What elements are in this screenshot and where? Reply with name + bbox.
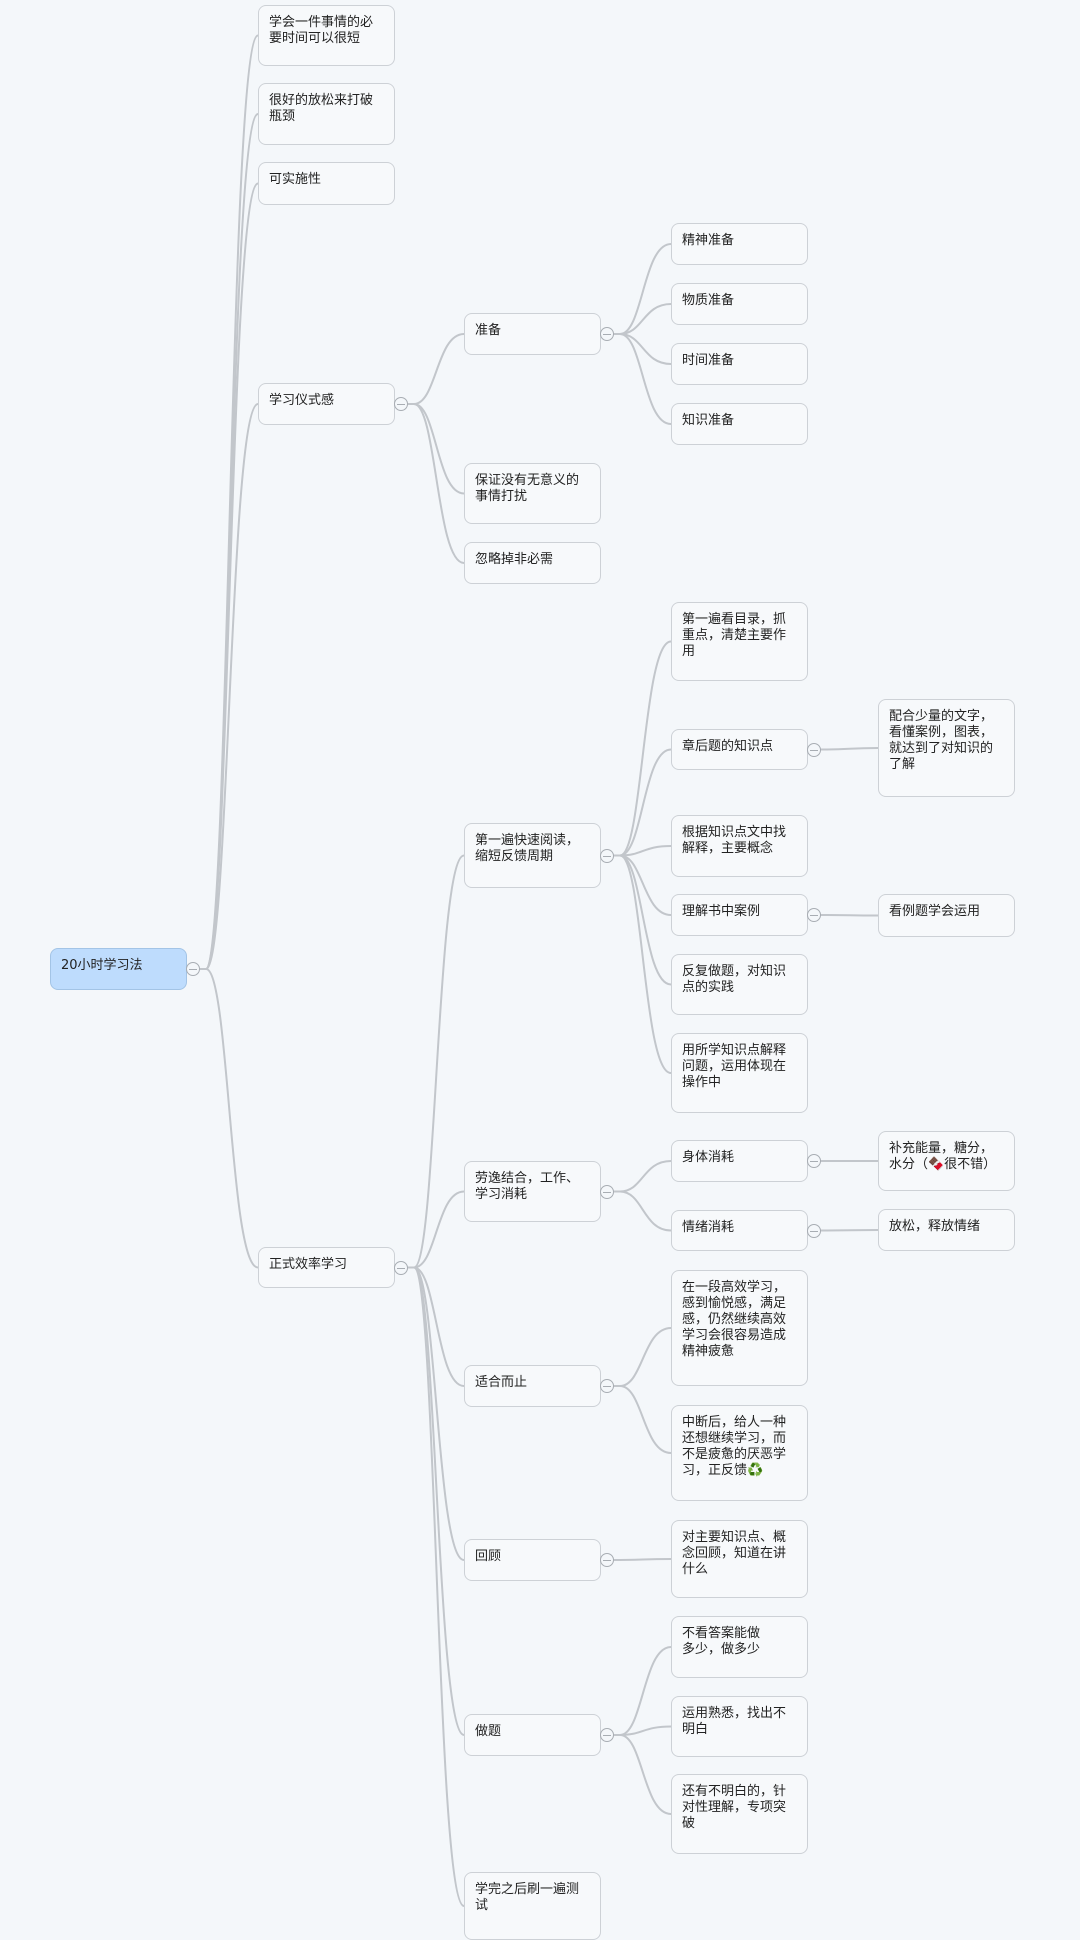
topic-node[interactable]: 准备: [464, 313, 601, 355]
topic-node[interactable]: 时间准备: [671, 343, 808, 385]
connector-line: [612, 854, 672, 1074]
connector-line: [198, 403, 259, 970]
connector-line: [612, 1160, 672, 1193]
topic-node[interactable]: 学会一件事情的必要时间可以很短: [258, 5, 395, 66]
topic-node[interactable]: 放松，释放情绪: [878, 1209, 1015, 1251]
collapse-toggle-icon[interactable]: [600, 848, 614, 863]
topic-node[interactable]: 很好的放松来打破瓶颈: [258, 83, 395, 145]
topic-node[interactable]: 用所学知识点解释问题，运用体现在操作中: [671, 1033, 808, 1113]
collapse-toggle-icon[interactable]: [600, 1553, 614, 1567]
topic-node[interactable]: 在一段高效学习，感到愉悦感，满足感，仍然继续高效学习会很容易造成精神疲惫: [671, 1270, 808, 1386]
connector-line: [612, 1558, 672, 1561]
collapse-toggle-icon[interactable]: [807, 742, 821, 757]
connector-line: [406, 854, 465, 1269]
collapse-toggle-icon[interactable]: [394, 1260, 408, 1275]
connector-line: [819, 1229, 879, 1232]
collapse-toggle-icon[interactable]: [807, 1154, 821, 1168]
topic-node[interactable]: 精神准备: [671, 223, 808, 265]
collapse-toggle-icon[interactable]: [394, 397, 408, 411]
connector-line: [612, 1385, 672, 1454]
topic-node[interactable]: 章后题的知识点: [671, 729, 808, 770]
connector-line: [406, 1266, 465, 1561]
topic-node[interactable]: 不看答案能做 多少，做多少: [671, 1616, 808, 1678]
topic-node[interactable]: 做题: [464, 1714, 601, 1756]
topic-node[interactable]: 反复做题，对知识点的实践: [671, 954, 808, 1015]
connector-line: [198, 182, 259, 970]
collapse-toggle-icon[interactable]: [807, 908, 821, 922]
topic-node[interactable]: 学完之后刷一遍测试: [464, 1872, 601, 1940]
topic-node[interactable]: 学习仪式感: [258, 383, 395, 425]
topic-node[interactable]: 物质准备: [671, 283, 808, 325]
connector-line: [612, 1190, 672, 1232]
root-topic[interactable]: 20小时学习法: [50, 948, 187, 990]
connector-line: [406, 403, 465, 495]
connector-line: [612, 1646, 672, 1736]
connector-line: [198, 34, 259, 970]
connector-line: [819, 914, 879, 917]
collapse-toggle-icon[interactable]: [600, 327, 614, 341]
connector-line: [406, 333, 465, 405]
connector-line: [406, 1266, 465, 1387]
connector-line: [612, 333, 672, 365]
topic-node[interactable]: 身体消耗: [671, 1140, 808, 1182]
topic-node[interactable]: 还有不明白的，针对性理解，专项突破: [671, 1774, 808, 1854]
topic-node[interactable]: 可实施性: [258, 162, 395, 205]
connector-line: [198, 968, 259, 1269]
topic-node[interactable]: 忽略掉非必需: [464, 542, 601, 584]
connector-line: [406, 1190, 465, 1269]
collapse-toggle-icon[interactable]: [807, 1223, 821, 1238]
connector-line: [612, 303, 672, 335]
connector-line: [612, 1725, 672, 1736]
topic-node[interactable]: 情绪消耗: [671, 1210, 808, 1251]
connector-line: [612, 1327, 672, 1387]
topic-node[interactable]: 看例题学会运用: [878, 894, 1015, 937]
connector-line: [819, 747, 879, 751]
topic-node[interactable]: 劳逸结合，工作、学习消耗: [464, 1161, 601, 1222]
topic-node[interactable]: 运用熟悉，找出不明白: [671, 1696, 808, 1757]
topic-node[interactable]: 正式效率学习: [258, 1247, 395, 1288]
topic-node[interactable]: 适合而止: [464, 1365, 601, 1407]
connector-line: [612, 748, 672, 857]
collapse-toggle-icon[interactable]: [600, 1728, 614, 1742]
topic-node[interactable]: 配合少量的文字，看懂案例，图表，就达到了对知识的了解: [878, 699, 1015, 797]
collapse-toggle-icon[interactable]: [186, 962, 200, 976]
topic-node[interactable]: 第一遍快速阅读，缩短反馈周期: [464, 823, 601, 888]
topic-node[interactable]: 理解书中案例: [671, 894, 808, 936]
topic-node[interactable]: 根据知识点文中找解释，主要概念: [671, 815, 808, 877]
topic-node[interactable]: 保证没有无意义的事情打扰: [464, 463, 601, 524]
collapse-toggle-icon[interactable]: [600, 1184, 614, 1199]
topic-node[interactable]: 知识准备: [671, 403, 808, 445]
topic-node[interactable]: 回顾: [464, 1539, 601, 1581]
collapse-toggle-icon[interactable]: [600, 1379, 614, 1393]
connector-line: [612, 333, 672, 425]
topic-node[interactable]: 对主要知识点、概念回顾，知道在讲什么: [671, 1520, 808, 1598]
connector-line: [406, 403, 465, 564]
topic-node[interactable]: 第一遍看目录，抓重点，清楚主要作用: [671, 602, 808, 681]
connector-line: [612, 854, 672, 986]
connector-line: [406, 1266, 465, 1907]
connector-line: [612, 1734, 672, 1815]
topic-node[interactable]: 补充能量，糖分，水分（🍫很不错）: [878, 1131, 1015, 1191]
topic-node[interactable]: 中断后，给人一种还想继续学习，而不是疲惫的厌恶学习，正反馈♻️: [671, 1405, 808, 1501]
connector-line: [406, 1266, 465, 1736]
connector-line: [612, 845, 672, 857]
connector-line: [612, 640, 672, 857]
